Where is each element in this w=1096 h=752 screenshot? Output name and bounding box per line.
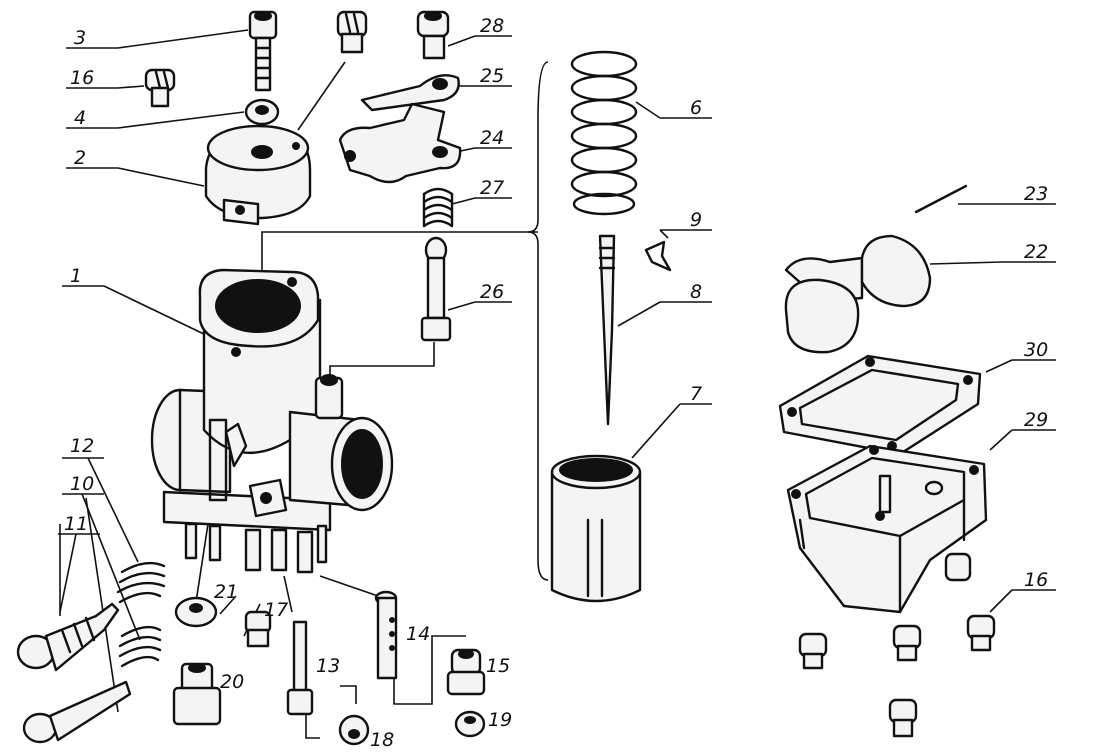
callout-30: 30: [1024, 339, 1048, 361]
callout-23: 23: [1024, 183, 1048, 205]
washer-21: [174, 596, 218, 628]
jet-18: [338, 714, 370, 746]
jet-needle-8: [598, 234, 616, 426]
idle-screw-11: [16, 602, 120, 672]
callout-20: 20: [220, 671, 244, 693]
float-pin-23: [914, 184, 968, 214]
callout-numbers: 3 16 4 2 1 12 10 11 28 25 24 27 26 6 9 8…: [64, 15, 1048, 751]
small-screw-top-left: [144, 68, 176, 108]
spring-small-lower: [118, 625, 162, 668]
callout-14: 14: [406, 623, 430, 645]
jet-15: [446, 648, 486, 696]
callout-17: 17: [264, 599, 288, 621]
top-cap: [204, 124, 312, 226]
needle-clip-9: [644, 240, 672, 272]
main-jet-holder-20: [172, 662, 222, 726]
callout-1: 1: [70, 265, 82, 287]
pin-26: [420, 236, 452, 342]
gasket-30: [778, 354, 982, 456]
callout-9: 9: [690, 209, 702, 231]
lever-arm-24: [338, 102, 462, 184]
cap-washer: [244, 98, 280, 126]
needle-jet-13: [286, 620, 314, 716]
callout-15: 15: [486, 655, 510, 677]
float-bowl-29: [786, 444, 988, 614]
float-22: [784, 234, 932, 354]
callout-24: 24: [480, 127, 504, 149]
jet-19: [454, 710, 486, 738]
callout-21: 21: [214, 581, 238, 603]
callout-underlines: [58, 35, 1056, 591]
nut-28: [416, 10, 450, 60]
callout-29: 29: [1024, 409, 1048, 431]
bowl-jets: [798, 614, 996, 738]
pilot-screw-10: [22, 680, 132, 744]
jet-17: [244, 610, 272, 648]
callout-13: 13: [316, 655, 340, 677]
lever-plate-25: [360, 74, 460, 112]
callout-4: 4: [74, 107, 86, 129]
callout-19: 19: [488, 709, 512, 731]
callout-27: 27: [480, 177, 504, 199]
callout-28: 28: [480, 15, 504, 37]
return-spring-6: [570, 50, 638, 216]
callout-18: 18: [370, 729, 394, 751]
callout-26: 26: [480, 281, 504, 303]
callout-3: 3: [74, 27, 86, 49]
spring-12: [116, 561, 166, 604]
emulsion-tube-14: [374, 590, 398, 680]
spring-27: [422, 187, 454, 228]
callout-6: 6: [690, 97, 702, 119]
callout-8: 8: [690, 281, 702, 303]
callout-12: 12: [70, 435, 94, 457]
cable-adjuster-screw: [336, 10, 368, 54]
carburettor-body: [150, 268, 394, 574]
throttle-slide-7: [550, 454, 642, 603]
callout-22: 22: [1024, 241, 1048, 263]
callout-2: 2: [74, 147, 86, 169]
callout-16-top: 16: [70, 67, 94, 89]
callout-16-right: 16: [1024, 569, 1048, 591]
callout-7: 7: [690, 383, 702, 405]
leader-lines: [59, 29, 1013, 739]
callout-11: 11: [64, 513, 88, 535]
callout-10: 10: [70, 473, 94, 495]
callout-25: 25: [480, 65, 504, 87]
cap-screw: [248, 10, 278, 92]
